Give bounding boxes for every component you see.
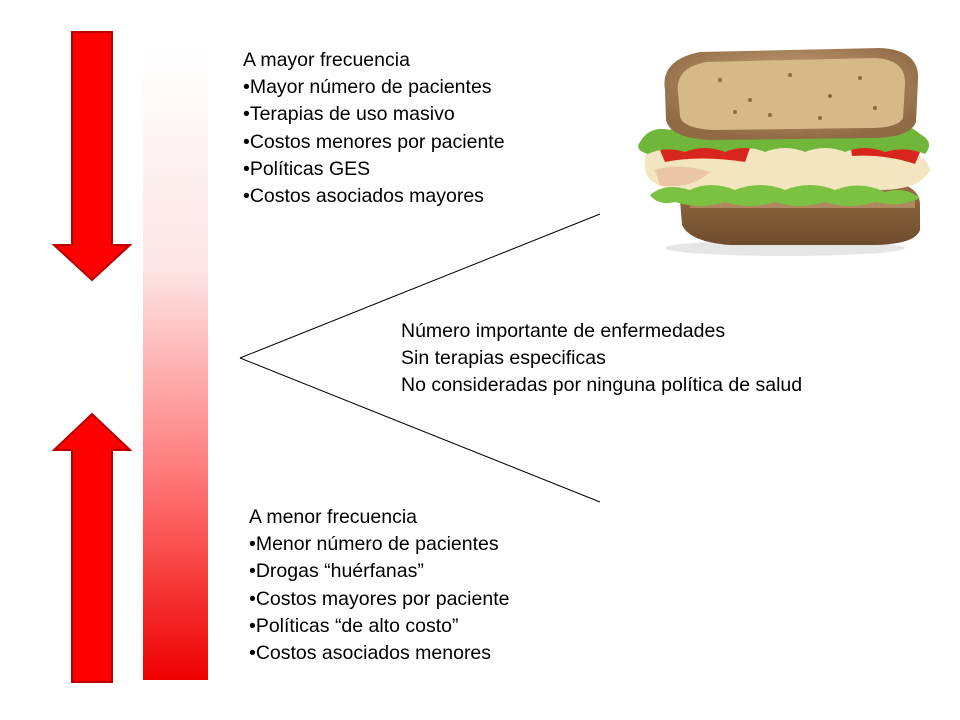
frequency-gradient-bar — [143, 50, 208, 680]
list-item: •Políticas GES — [243, 157, 371, 180]
list-item: •Menor número de pacientes — [249, 533, 499, 556]
list-item: •Costos menores por paciente — [243, 130, 505, 153]
down-arrow-icon — [51, 31, 133, 282]
low-frequency-list: A menor frecuencia •Menor número de paci… — [249, 504, 509, 667]
list-item: •Terapias de uso masivo — [243, 103, 455, 126]
low-frequency-heading: A menor frecuencia — [249, 506, 418, 528]
high-frequency-heading: A mayor frecuencia — [243, 49, 410, 71]
list-item: •Mayor número de pacientes — [243, 76, 492, 99]
middle-line: Número importante de enfermedades — [401, 320, 726, 342]
up-arrow-icon — [51, 412, 133, 683]
sandwich-image — [638, 48, 930, 256]
list-item: •Políticas “de alto costo” — [249, 614, 459, 637]
high-frequency-list: A mayor frecuencia •Mayor número de paci… — [243, 47, 505, 210]
middle-description: Número importante de enfermedades Sin te… — [401, 318, 802, 400]
list-item: •Costos mayores por paciente — [249, 587, 510, 610]
list-item: •Costos asociados menores — [249, 642, 492, 665]
list-item: •Drogas “huérfanas” — [249, 560, 424, 583]
list-item: •Costos asociados mayores — [243, 185, 484, 208]
middle-line: No consideradas por ninguna política de … — [401, 374, 803, 397]
middle-line: Sin terapias especificas — [401, 347, 606, 370]
